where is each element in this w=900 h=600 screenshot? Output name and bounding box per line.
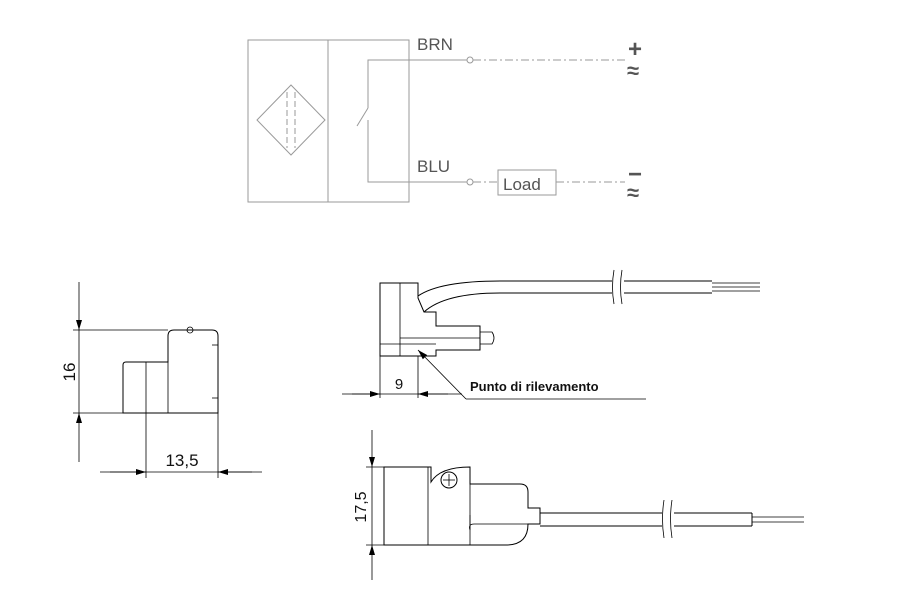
internal-switch-bottom xyxy=(367,120,409,183)
ac-symbol-top: ≈ xyxy=(627,58,639,83)
top-view: 17,5 xyxy=(353,430,804,580)
top-view-cable-break-right xyxy=(670,499,673,539)
brn-terminal-dot xyxy=(466,56,474,64)
top-view-body xyxy=(383,466,541,546)
side-view-cable-break-left xyxy=(612,269,615,305)
sensing-point-label: Punto di rilevamento xyxy=(470,379,599,394)
blu-terminal-dot xyxy=(466,178,474,186)
side-view: 9 Punto di rilevamento xyxy=(342,269,760,400)
top-height-dim-value: 17,5 xyxy=(353,491,370,522)
minus-symbol: − xyxy=(628,161,642,188)
side-view-cable-bottom xyxy=(423,292,612,313)
wiring-diagram: BRN BLU Load + ≈ − ≈ xyxy=(247,35,642,205)
front-view-outline xyxy=(122,329,219,414)
front-view-led xyxy=(186,326,194,334)
side-view-cable-break-right xyxy=(620,269,623,305)
side-view-led xyxy=(480,331,495,345)
blu-label: BLU xyxy=(417,157,450,176)
ac-symbol-bottom: ≈ xyxy=(627,180,639,205)
internal-switch-blade xyxy=(356,107,369,127)
sensing-point-leader xyxy=(417,349,467,400)
load-label: Load xyxy=(503,175,541,194)
top-view-clamp xyxy=(469,515,540,531)
front-view: 16 13,5 xyxy=(60,282,262,478)
internal-switch-top xyxy=(367,59,409,108)
plus-symbol: + xyxy=(628,36,642,63)
side-view-body xyxy=(379,282,481,357)
width-dim-value: 13,5 xyxy=(165,451,198,470)
top-view-screw xyxy=(440,471,458,489)
sensing-element-diamond xyxy=(256,84,326,156)
sensing-dim-value: 9 xyxy=(395,376,403,393)
height-dim-value: 16 xyxy=(60,363,79,382)
top-view-cable-break-left xyxy=(662,499,665,539)
side-view-cable-top xyxy=(417,280,612,297)
brn-label: BRN xyxy=(417,35,453,54)
